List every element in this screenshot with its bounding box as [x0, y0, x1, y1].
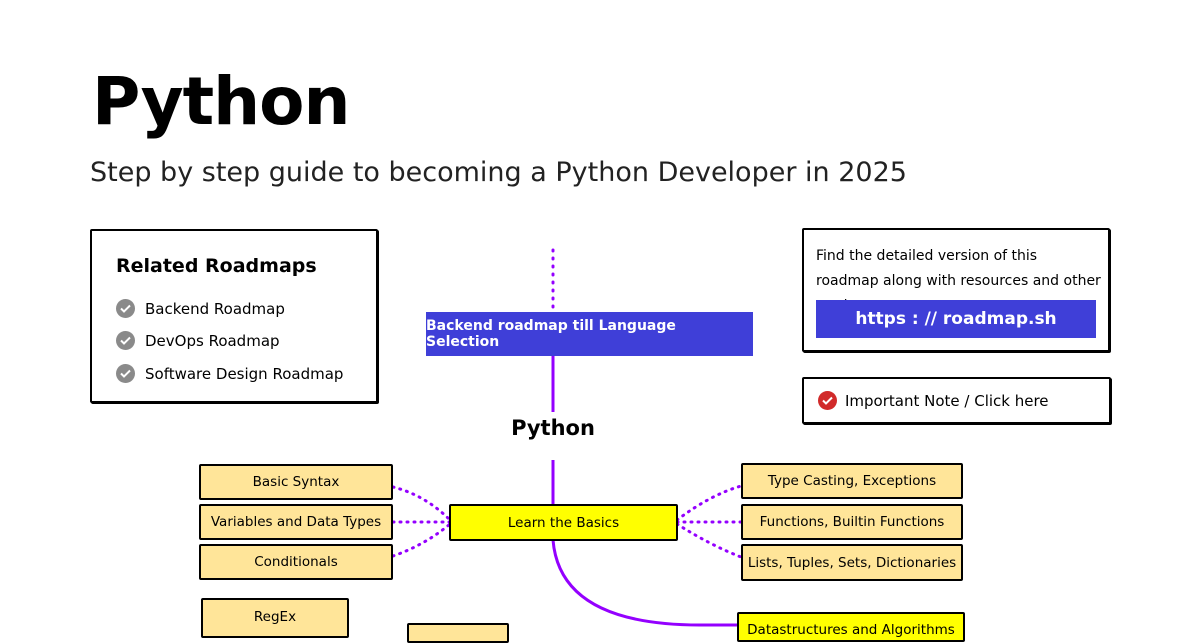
learn-basics-node[interactable]: Learn the Basics	[449, 504, 678, 541]
topic-node-basic-syntax[interactable]: Basic Syntax	[199, 464, 393, 500]
topic-title: Python	[511, 416, 595, 440]
check-circle-icon	[116, 299, 135, 318]
roadmap-link-button[interactable]: https : // roadmap.sh	[816, 300, 1096, 338]
topic-node-conditionals[interactable]: Conditionals	[199, 544, 393, 580]
topic-node-type-casting[interactable]: Type Casting, Exceptions	[741, 463, 963, 499]
related-roadmaps-heading: Related Roadmaps	[116, 255, 317, 277]
related-item-software-design[interactable]: Software Design Roadmap	[116, 364, 343, 383]
check-circle-icon	[818, 391, 837, 410]
related-item-label: DevOps Roadmap	[145, 331, 280, 350]
page-subtitle: Step by step guide to becoming a Python …	[90, 157, 907, 188]
dsa-node[interactable]: Datastructures and Algorithms	[737, 612, 965, 642]
connector-left-1	[391, 485, 452, 522]
connector-right-1	[675, 484, 743, 522]
page-title: Python	[92, 63, 350, 140]
start-node[interactable]: Backend roadmap till Language Selection	[426, 312, 753, 356]
topic-node-partial[interactable]	[407, 623, 509, 643]
check-circle-icon	[116, 331, 135, 350]
important-note-label: Important Note / Click here	[845, 391, 1049, 410]
check-circle-icon	[116, 364, 135, 383]
topic-node-regex[interactable]: RegEx	[201, 598, 349, 638]
related-item-label: Backend Roadmap	[145, 299, 285, 318]
related-item-label: Software Design Roadmap	[145, 364, 344, 383]
related-item-devops[interactable]: DevOps Roadmap	[116, 331, 280, 350]
roadmap-info-card: Find the detailed version of this roadma…	[802, 228, 1110, 352]
connector-lines	[391, 248, 743, 627]
important-note-button[interactable]: Important Note / Click here	[802, 377, 1111, 424]
topic-node-functions[interactable]: Functions, Builtin Functions	[741, 504, 963, 540]
related-item-backend[interactable]: Backend Roadmap	[116, 299, 285, 318]
connector-right-3	[675, 522, 743, 559]
connector-left-3	[391, 522, 452, 558]
topic-node-collections[interactable]: Lists, Tuples, Sets, Dictionaries	[741, 544, 963, 581]
related-roadmaps-card: Related Roadmaps Backend Roadmap DevOps …	[90, 229, 378, 403]
topic-node-variables[interactable]: Variables and Data Types	[199, 504, 393, 540]
connector-basics-to-dsa	[551, 539, 740, 627]
